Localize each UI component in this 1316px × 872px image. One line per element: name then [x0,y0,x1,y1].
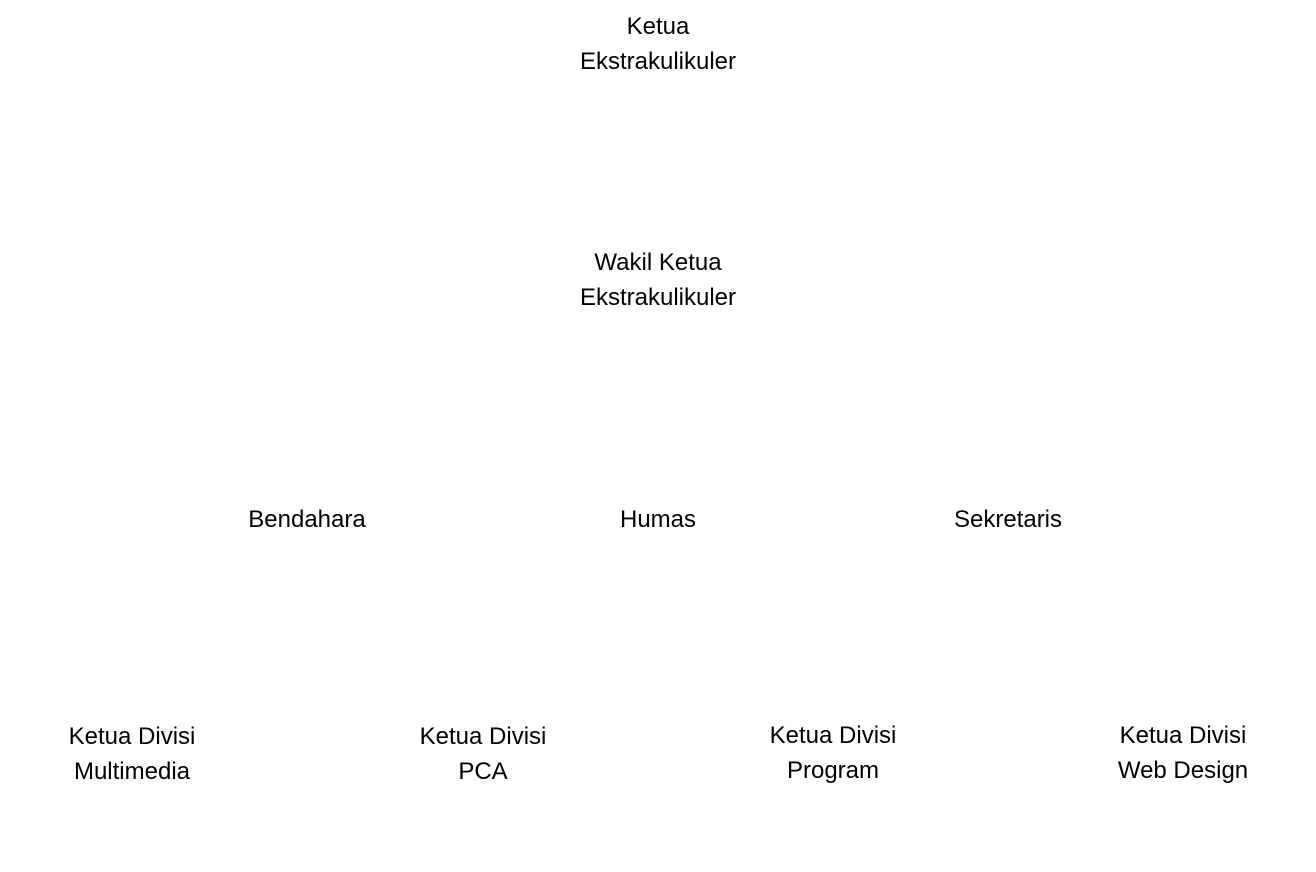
node-multimedia-line2: Multimedia [73,758,191,785]
node-sekretaris-label: Sekretaris [953,506,1063,533]
node-ketua-divisi-multimedia: Ketua Divisi Multimedia [69,719,196,789]
node-bendahara: Bendahara [248,502,365,537]
node-ketua-line1: Ketua [626,13,690,40]
node-bendahara-label: Bendahara [248,506,366,533]
node-multimedia-line1: Ketua Divisi [68,723,196,750]
node-ketua-divisi-program: Ketua Divisi Program [770,718,897,788]
node-pca-line2: PCA [458,758,508,785]
node-humas-label: Humas [619,506,697,533]
node-webdesign-line2: Web Design [1117,757,1249,784]
node-wakil-line1: Wakil Ketua [594,249,722,276]
node-program-line1: Ketua Divisi [769,722,897,749]
node-humas: Humas [620,502,696,537]
node-wakil-ketua: Wakil Ketua Ekstrakulikuler [580,245,736,315]
node-ketua-line2: Ekstrakulikuler [579,48,737,75]
node-sekretaris: Sekretaris [954,502,1062,537]
node-wakil-line2: Ekstrakulikuler [579,284,737,311]
node-ketua-ekstrakulikuler: Ketua Ekstrakulikuler [580,9,736,79]
node-ketua-divisi-pca: Ketua Divisi PCA [420,719,547,789]
node-pca-line1: Ketua Divisi [419,723,547,750]
node-program-line2: Program [786,757,880,784]
node-webdesign-line1: Ketua Divisi [1119,722,1247,749]
node-ketua-divisi-web-design: Ketua Divisi Web Design [1118,718,1248,788]
